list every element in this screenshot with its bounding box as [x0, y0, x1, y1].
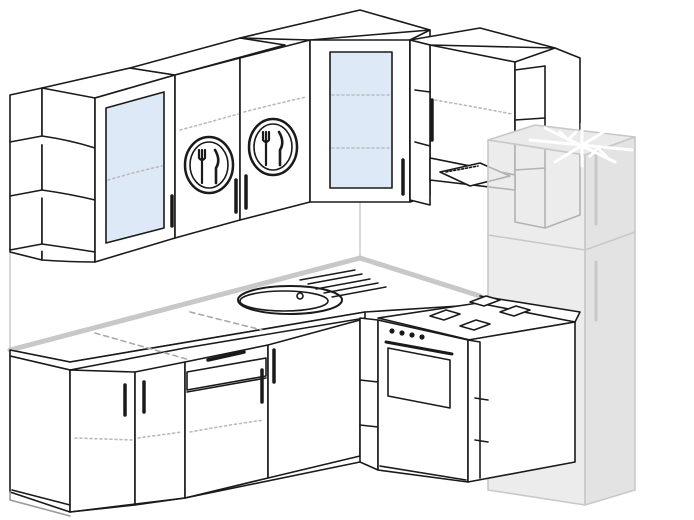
glass-door-pane-corner	[329, 51, 393, 189]
oven-door	[387, 347, 451, 409]
sink	[237, 269, 387, 315]
fork-and-knife-icon	[183, 135, 235, 195]
lower-right-cabinet	[467, 339, 489, 479]
plinth	[9, 461, 361, 517]
control-knobs	[389, 328, 425, 340]
gas-burner-icon	[429, 295, 531, 331]
lower-side-shelf	[359, 317, 379, 471]
lower-left-cabinets	[9, 355, 186, 513]
gas-stove	[377, 302, 576, 483]
fork-and-knife-icon	[247, 117, 299, 177]
upper-glass-cabinet-left	[41, 67, 176, 263]
lower-middle-cabinets	[184, 319, 361, 499]
upper-open-shelves	[9, 87, 96, 263]
glass-door-pane-left	[105, 91, 165, 244]
snowflake-icon	[528, 122, 634, 168]
